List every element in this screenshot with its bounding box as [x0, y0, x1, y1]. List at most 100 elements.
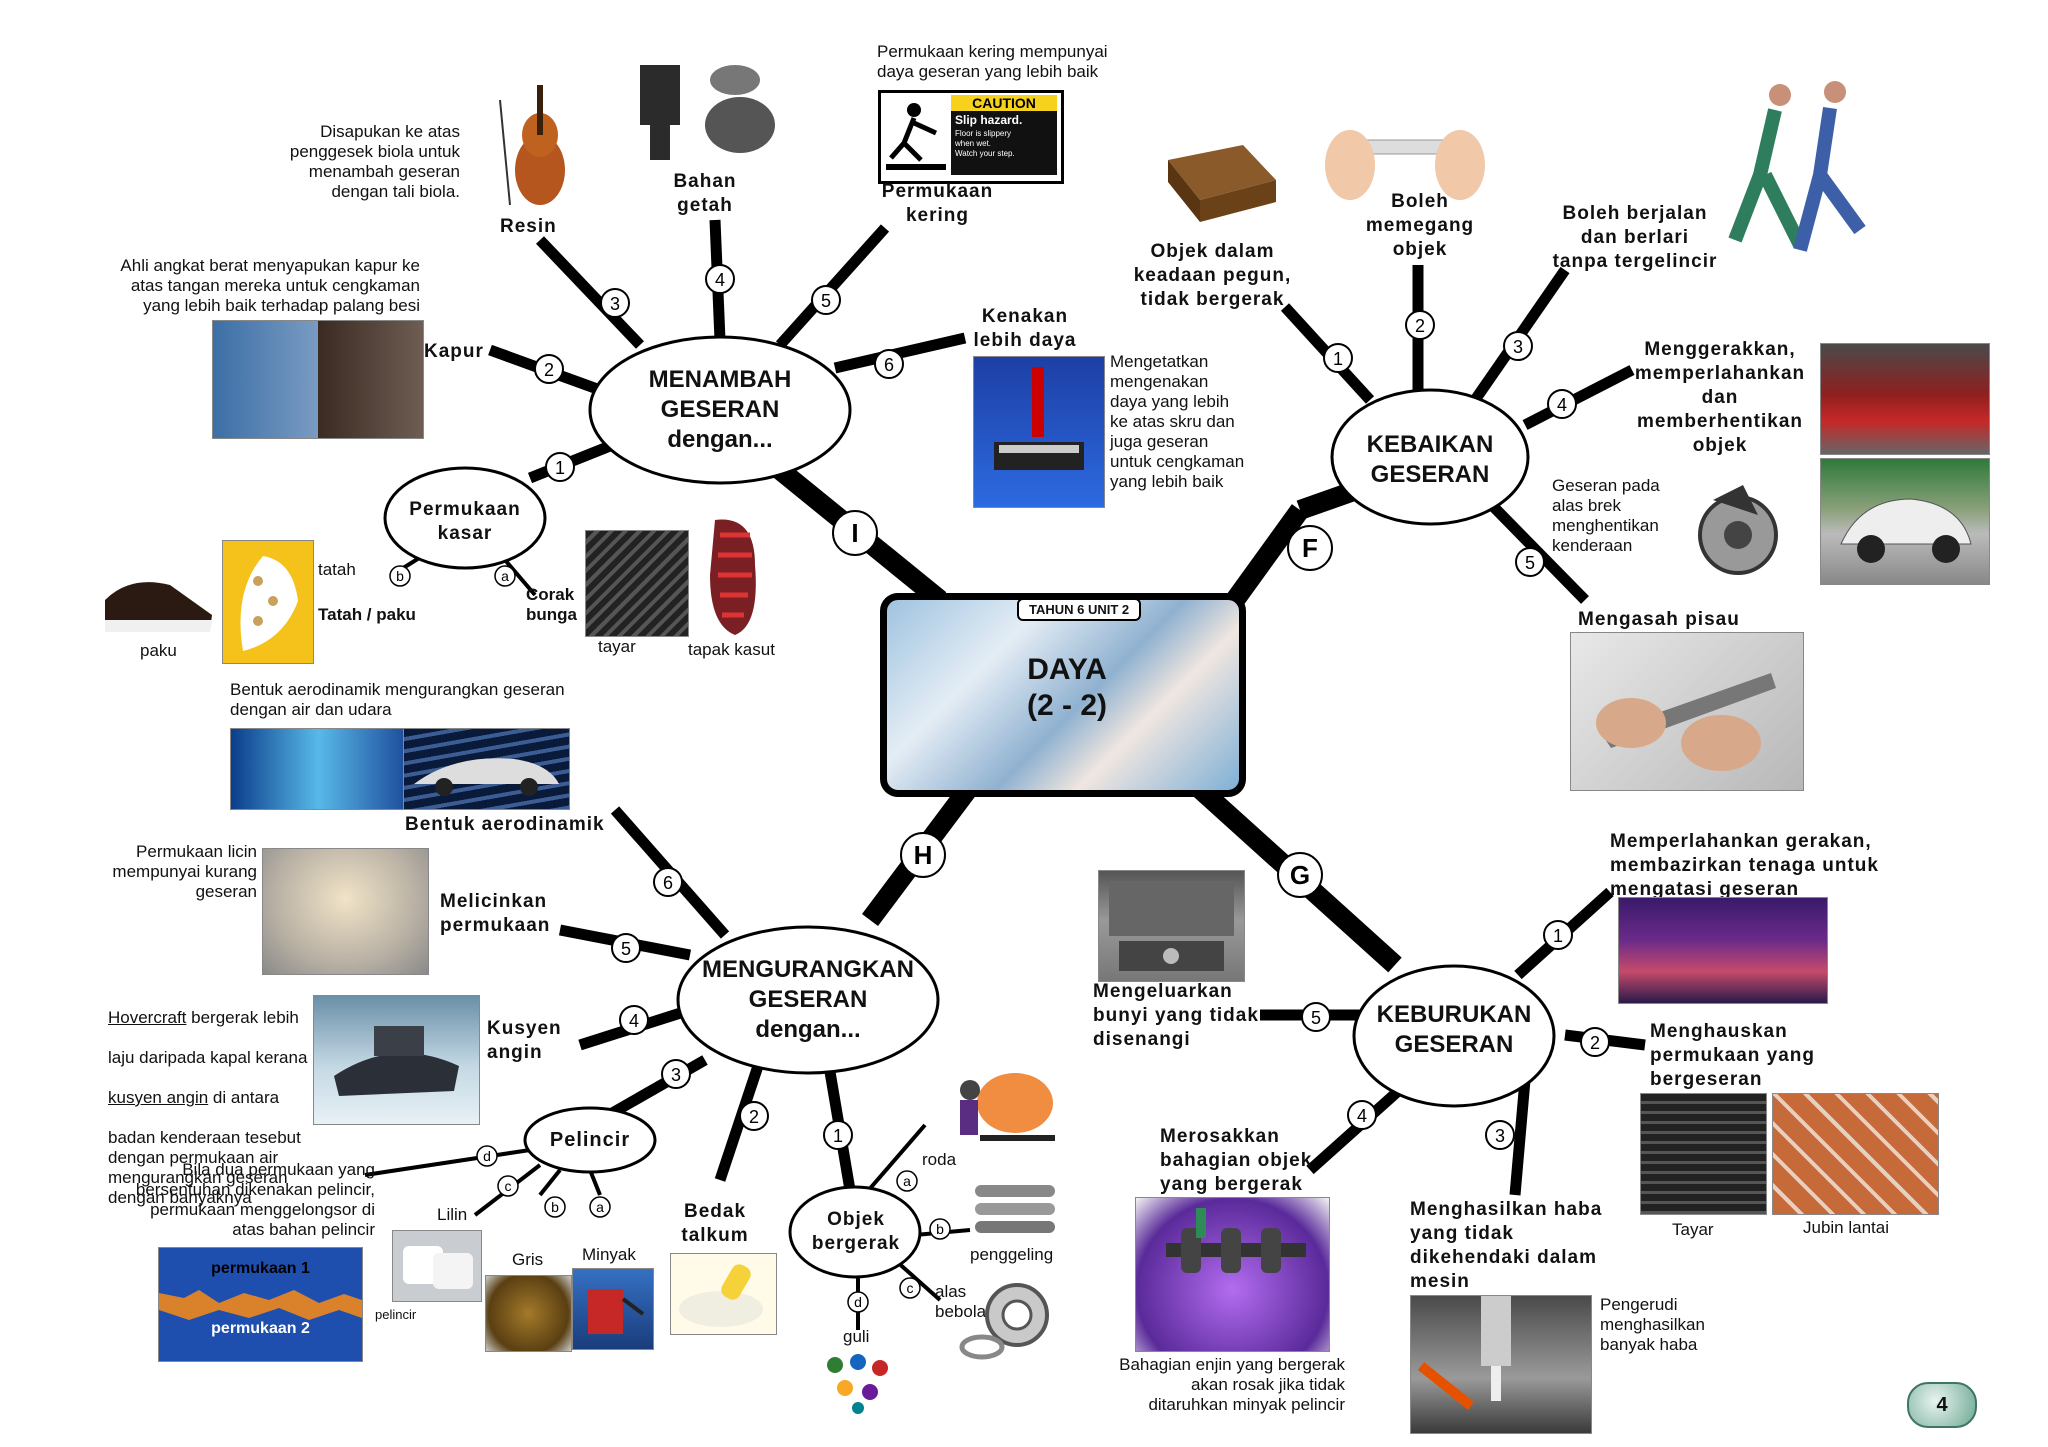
- melicinkan-label: Melicinkan permukaan: [440, 891, 551, 936]
- drill-image: [1410, 1295, 1592, 1434]
- num-tambah-6: 6: [884, 355, 894, 375]
- brake-disc-image: [1688, 475, 1778, 585]
- wooden-box-image: [1158, 140, 1283, 230]
- guli-label: guli: [843, 1327, 870, 1346]
- objek-bergerak-label: Objek bergerak: [811, 1209, 901, 1254]
- oil-can-image: [572, 1268, 654, 1350]
- sub-a-kasar: a: [501, 568, 509, 584]
- tatah-label: tatah: [318, 560, 356, 579]
- hub-keburukan: KEBURUKAN GESERAN: [1376, 1001, 1532, 1058]
- num-tambah-2: 2: [544, 360, 554, 380]
- mengeluarkan-bunyi-label: Mengeluarkan bunyi yang tidak disenangi: [1093, 981, 1259, 1050]
- resin-label: Resin: [500, 216, 557, 237]
- sub-c-bergerak: c: [907, 1280, 914, 1296]
- num-kebaikan-3: 3: [1513, 337, 1523, 357]
- hub-kebaikan: KEBAIKAN GESERAN: [1366, 431, 1494, 488]
- caution-small: Floor is slippery when wet. Watch your s…: [955, 129, 1015, 158]
- screw-clamp-image: [973, 356, 1105, 508]
- grease-image: [485, 1275, 572, 1352]
- center-title-box: TAHUN 6 UNIT 2 DAYA (2 - 2): [880, 593, 1246, 797]
- menghauskan-label: Menghauskan permukaan yang bergeseran: [1650, 1021, 1815, 1090]
- hub-menambah: MENAMBAH GESERAN dengan...: [648, 366, 792, 453]
- pengerudi-note: Pengerudi menghasilkan banyak haba: [1600, 1295, 1705, 1354]
- sub-a-bergerak: a: [903, 1173, 911, 1189]
- hub-mengurangkan: MENGURANGKAN GESERAN dengan...: [702, 956, 914, 1043]
- sub-d-bergerak: d: [854, 1294, 862, 1310]
- caution-sub: Slip hazard.: [955, 113, 1023, 127]
- moving-car-image: [1820, 343, 1990, 455]
- braking-car-image: [1820, 458, 1990, 585]
- pelincir-label: Pelincir: [549, 1129, 631, 1151]
- kusyen-angin-label: Kusyen angin: [487, 1018, 562, 1063]
- center-title: DAYA (2 - 2): [1026, 653, 1107, 722]
- branch-letter-h: H: [914, 840, 933, 870]
- surface-2-label: permukaan 2: [211, 1320, 310, 1337]
- brek-note: Geseran pada alas brek menghentikan kend…: [1552, 476, 1660, 555]
- car-windtunnel-image: [403, 728, 570, 810]
- corak-bunga-label: Corak bunga: [526, 585, 577, 624]
- wax-blocks-image: [392, 1230, 482, 1302]
- num-keburukan-2: 2: [1590, 1033, 1600, 1053]
- sub-b-kasar: b: [396, 568, 404, 584]
- heat-shuttle-image: [1618, 897, 1828, 1004]
- tatah-paku-label: Tatah / paku: [318, 605, 416, 624]
- num-kurang-5: 5: [621, 939, 631, 959]
- bahan-getah-label: Bahan getah: [673, 171, 737, 216]
- elephant-roller-image: [920, 1065, 1060, 1147]
- marbles-image: [820, 1350, 900, 1415]
- num-tambah-1: 1: [555, 458, 565, 478]
- sub-a-pelincir: a: [596, 1199, 604, 1215]
- num-kebaikan-4: 4: [1557, 395, 1567, 415]
- hands-holding-ruler-image: [1320, 110, 1490, 210]
- boleh-memegang-label: Boleh memegang objek: [1365, 191, 1475, 260]
- penggeling-label: penggeling: [970, 1245, 1054, 1264]
- car-engine-image: [1098, 870, 1245, 982]
- caution-title: CAUTION: [951, 95, 1057, 111]
- tyre-tread-image: [585, 530, 689, 637]
- floor-tiles-image: [1772, 1093, 1939, 1215]
- page-number: 4: [1907, 1382, 1977, 1428]
- num-kurang-2: 2: [749, 1107, 759, 1127]
- kering-note: Permukaan kering mempunyai daya geseran …: [877, 42, 1108, 81]
- caution-panel: CAUTION Slip hazard. Floor is slippery w…: [951, 95, 1057, 175]
- studded-sole-image: [222, 540, 314, 664]
- ball-bearing-image: [957, 1275, 1057, 1365]
- unit-tag: TAHUN 6 UNIT 2: [1017, 600, 1142, 621]
- kenakan-daya-note: Mengetatkan mengenakan daya yang lebih k…: [1110, 352, 1245, 491]
- merosakkan-label: Merosakkan bahagian objek yang bergerak: [1160, 1126, 1313, 1195]
- kapur-label: Kapur: [424, 341, 484, 362]
- minyak-label: Minyak: [582, 1245, 636, 1264]
- rollers-image: [970, 1175, 1065, 1240]
- num-kurang-1: 1: [833, 1126, 843, 1146]
- sub-b-bergerak: b: [936, 1221, 944, 1237]
- worn-tyre-image: [1640, 1093, 1767, 1215]
- num-tambah-4: 4: [715, 270, 725, 290]
- num-kurang-3: 3: [671, 1065, 681, 1085]
- num-tambah-5: 5: [821, 291, 831, 311]
- resin-note: Disapukan ke atas penggesek biola untuk …: [289, 122, 460, 201]
- mengasah-pisau-label: Mengasah pisau: [1578, 609, 1740, 630]
- submarine-image: [230, 728, 407, 810]
- boleh-berjalan-label: Boleh berjalan dan berlari tanpa tergeli…: [1552, 203, 1718, 272]
- num-kebaikan-1: 1: [1333, 349, 1343, 369]
- permukaan-kasar-label: Permukaan kasar: [409, 499, 521, 544]
- alas-bebola-label: alas bebola: [935, 1282, 987, 1321]
- kenakan-daya-label: Kenakan lebih daya: [973, 306, 1077, 351]
- rubber-gloves-image: [625, 55, 785, 165]
- num-keburukan-1: 1: [1553, 926, 1563, 946]
- num-keburukan-4: 4: [1357, 1106, 1367, 1126]
- licin-note: Permukaan licin mempunyai kurang geseran: [112, 842, 257, 901]
- tayar-label: tayar: [598, 637, 636, 656]
- branch-letter-i: I: [851, 518, 858, 548]
- talcum-image: [670, 1253, 777, 1335]
- kapur-note: Ahli angkat berat menyapukan kapur ke at…: [120, 256, 420, 315]
- num-tambah-3: 3: [610, 294, 620, 314]
- branch-letter-g: G: [1290, 860, 1310, 890]
- objek-pegun-label: Objek dalam keadaan pegun, tidak bergera…: [1133, 241, 1292, 310]
- sub-b-pelincir: b: [551, 1199, 559, 1215]
- lilin-label: Lilin: [437, 1205, 468, 1224]
- surfaces-diagram: permukaan 1 permukaan 2: [158, 1247, 363, 1362]
- hovercraft-word: Hovercraft: [108, 1008, 187, 1027]
- num-kebaikan-5: 5: [1525, 553, 1535, 573]
